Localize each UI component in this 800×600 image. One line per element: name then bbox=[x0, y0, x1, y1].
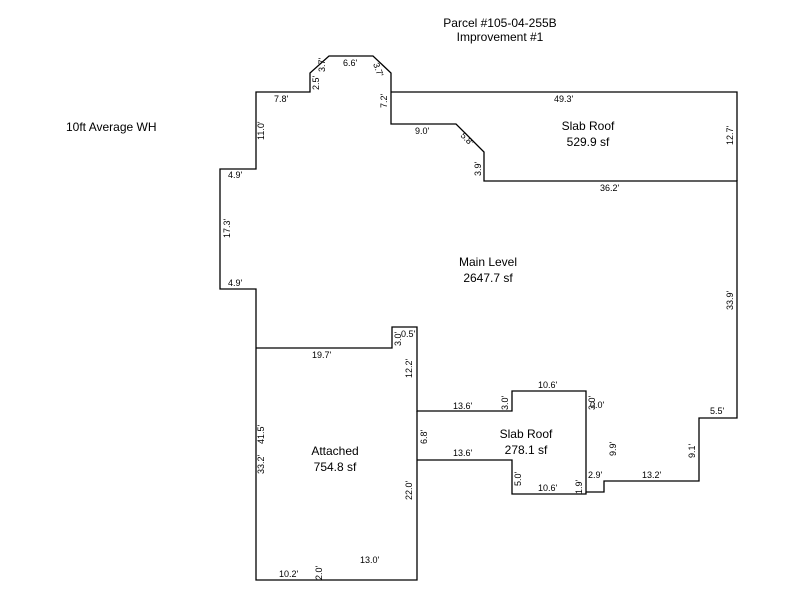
dim-label: 33.9' bbox=[725, 290, 735, 310]
dim-label: 22.0' bbox=[404, 480, 414, 500]
area-name: Attached bbox=[311, 444, 359, 458]
dim-label: 12.2' bbox=[404, 358, 414, 378]
dim-label: 19.7' bbox=[312, 350, 332, 360]
dim-label: 9.9' bbox=[608, 441, 618, 456]
area-size: 2647.7 sf bbox=[463, 271, 513, 285]
dim-label: 9.1' bbox=[687, 443, 697, 458]
dim-label: 3.0' bbox=[393, 331, 403, 346]
dim-label: 10.6' bbox=[538, 483, 558, 493]
area-name: Slab Roof bbox=[561, 119, 615, 133]
dim-label: 10.6' bbox=[538, 380, 558, 390]
dim-label: 11.0' bbox=[256, 121, 266, 140]
dim-label: 33.2' bbox=[256, 454, 266, 474]
dim-label: 7.8' bbox=[274, 94, 289, 104]
dim-label: 17.3' bbox=[222, 218, 232, 238]
dim-label: 4.9' bbox=[228, 278, 243, 288]
dim-label: 5.0' bbox=[513, 471, 523, 486]
dim-label: 3.0' bbox=[500, 395, 510, 410]
dim-label: 3.9' bbox=[473, 161, 483, 176]
dim-label: 36.2' bbox=[600, 183, 620, 193]
area-size: 278.1 sf bbox=[504, 443, 548, 457]
dim-label: 0.5' bbox=[401, 329, 416, 339]
dim-label: 2.0' bbox=[314, 565, 324, 580]
slab-roof-bottom-label: Slab Roof 278.1 sf bbox=[466, 426, 586, 458]
attached-label: Attached 754.8 sf bbox=[275, 443, 395, 475]
dim-label: 12.7' bbox=[725, 125, 735, 145]
dim-label: 6.6' bbox=[343, 58, 358, 68]
wall-height-note: 10ft Average WH bbox=[66, 120, 157, 134]
dim-label: 13.6' bbox=[453, 401, 473, 411]
area-size: 529.9 sf bbox=[566, 135, 610, 149]
parcel-title: Parcel #105-04-255B bbox=[443, 16, 557, 30]
dim-label: 2.5' bbox=[311, 75, 321, 90]
dim-label: 9.0' bbox=[415, 126, 430, 136]
dim-label: 5.5' bbox=[710, 406, 725, 416]
attached-outline bbox=[255, 348, 418, 581]
dim-label: 0.0' bbox=[590, 400, 605, 410]
slab-roof-top-label: Slab Roof 529.9 sf bbox=[528, 118, 648, 150]
slab-roof-bottom-outline bbox=[417, 459, 587, 495]
area-name: Main Level bbox=[458, 255, 518, 269]
dim-label: 3.0' bbox=[587, 395, 597, 410]
dim-label: 3.7' bbox=[371, 61, 385, 78]
dim-label: 13.0' bbox=[360, 555, 380, 565]
dim-label: 7.2' bbox=[379, 93, 389, 108]
slab-roof-top-outline bbox=[391, 91, 738, 181]
dim-label: 3.7' bbox=[317, 57, 327, 72]
dim-label: 5.8' bbox=[459, 130, 476, 147]
dim-label: 41.5' bbox=[256, 424, 266, 444]
dim-label: 2.9' bbox=[588, 470, 603, 480]
dimension-labels: 6.6' 2.5' 3.7' 3.7' 7.8' 11.0' 7.2' 49.3… bbox=[222, 57, 735, 580]
area-name: Slab Roof bbox=[499, 427, 553, 441]
improvement-title: Improvement #1 bbox=[456, 30, 544, 44]
dim-label: 4.9' bbox=[228, 170, 243, 180]
main-level-label: Main Level 2647.7 sf bbox=[428, 254, 548, 286]
dim-label: 49.3' bbox=[554, 94, 574, 104]
dim-label: 13.2' bbox=[642, 470, 662, 480]
dim-label: 13.6' bbox=[453, 448, 473, 458]
area-size: 754.8 sf bbox=[313, 460, 357, 474]
dim-label: 6.8' bbox=[419, 429, 429, 444]
dim-label: 10.2' bbox=[279, 569, 299, 579]
main-level-outline bbox=[219, 55, 738, 493]
dim-label: 1.9' bbox=[574, 479, 584, 494]
